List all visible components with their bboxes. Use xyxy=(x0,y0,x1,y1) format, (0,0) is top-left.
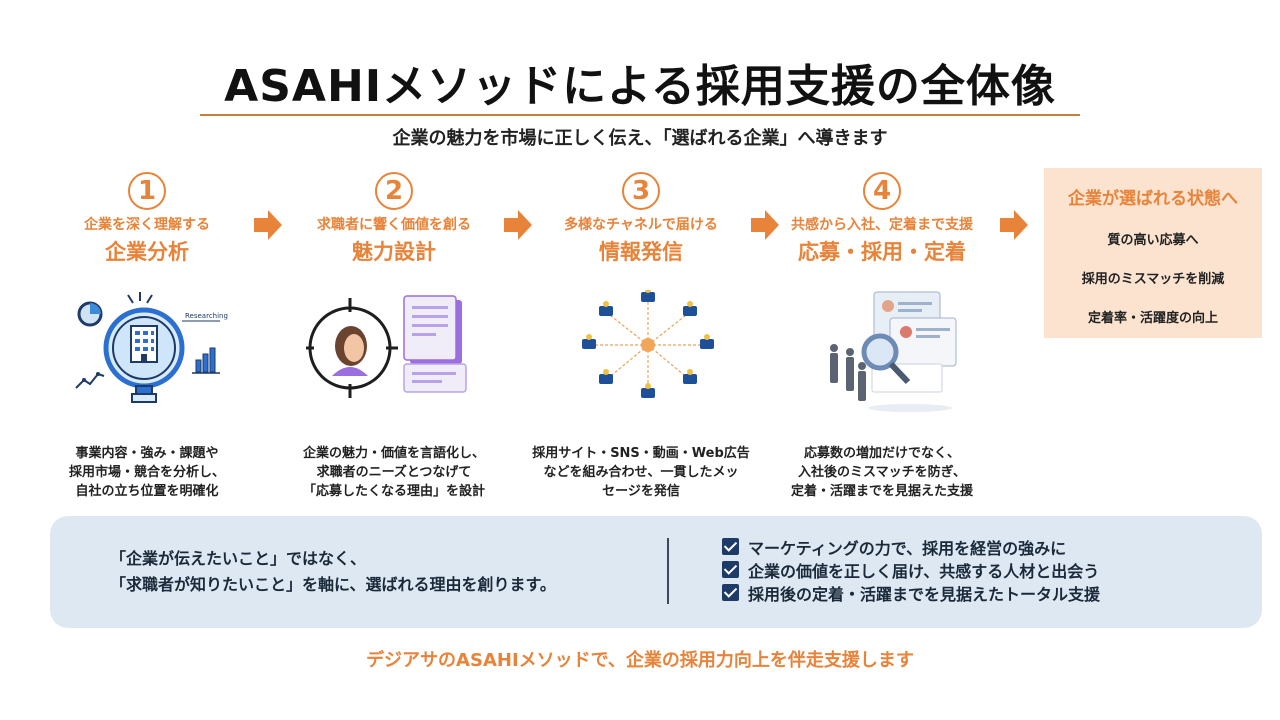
panel-divider xyxy=(667,538,669,604)
check-item-label: 採用後の定着・活躍までを見据えたトータル支援 xyxy=(748,584,1101,604)
result-item-1: 質の高い応募へ xyxy=(1107,233,1199,248)
step-4: 4 共感から入社、定着まで支援 応募・採用・定着 応募数の増加だけでなく、 入社… xyxy=(772,172,992,499)
panel-message: 「企業が伝えたいこと」ではなく、 「求職者が知りたいこと」を軸に、選ばれる理由を… xyxy=(110,546,556,598)
step-lead-2: 求職者に響く価値を創る xyxy=(317,217,471,233)
check-item-label: マーケティングの力で、採用を経営の強みに xyxy=(748,538,1067,558)
step-2-desc-line-2: 求職者のニーズとつなげて xyxy=(316,465,472,480)
step-4-desc-line-2: 入社後のミスマッチを防ぎ、 xyxy=(798,465,966,480)
step-4-desc-line-1: 応募数の増加だけでなく、 xyxy=(803,446,960,461)
step-lead-3: 多様なチャネルで届ける xyxy=(564,217,718,233)
checkbox-checked-icon xyxy=(722,584,739,601)
researching-label: Researching xyxy=(185,312,228,320)
step-description-3: 採用サイト・SNS・動画・Web広告 などを組み合わせ、一貫したメッ セージを発… xyxy=(531,444,751,501)
step-3-desc-line-2: などを組み合わせ、一貫したメッ xyxy=(543,465,739,480)
title-underline xyxy=(200,114,1080,116)
check-list: マーケティングの力で、採用を経営の強みに 企業の価値を正しく届け、共感する人材と… xyxy=(722,535,1100,604)
step-description-4: 応募数の増加だけでなく、 入社後のミスマッチを防ぎ、 定着・活躍までを見据えた支… xyxy=(772,444,992,501)
step-heading-4: 応募・採用・定着 xyxy=(798,240,966,264)
step-2: 2 求職者に響く価値を創る 魅力設計 企業の魅力・価値を言語化し、 求職者のニー… xyxy=(284,172,504,499)
footer-tagline: デジアサのASAHIメソッドで、企業の採用力向上を伴走支援します xyxy=(366,650,914,671)
step-3: 3 多様なチャネルで届ける 情報発信 採用サイト・SNS・動画・Web広告 など… xyxy=(531,172,751,499)
step-number-3: 3 xyxy=(622,172,660,210)
step-1-desc-line-3: 自社の立ち位置を明確化 xyxy=(75,484,219,499)
step-1-desc-line-1: 事業内容・強み・課題や xyxy=(75,446,219,461)
panel-message-line-2: 「求職者が知りたいこと」を軸に、選ばれる理由を創ります。 xyxy=(110,575,556,594)
step-number-1: 1 xyxy=(128,172,166,210)
check-item-label: 企業の価値を正しく届け、共感する人材と出会う xyxy=(748,561,1100,581)
step-heading-3: 情報発信 xyxy=(599,240,683,264)
page-subtitle: 企業の魅力を市場に正しく伝え、「選ばれる企業」へ導きます xyxy=(392,128,888,149)
researching-illustration: Researching xyxy=(75,292,228,403)
result-title: 企業が選ばれる状態へ xyxy=(1068,189,1238,209)
step-description-2: 企業の魅力・価値を言語化し、 求職者のニーズとつなげて 「応募したくなる理由」を… xyxy=(284,444,504,501)
step-heading-2: 魅力設計 xyxy=(352,240,436,264)
step-lead-1: 企業を深く理解する xyxy=(84,217,210,233)
target-person-illustration xyxy=(306,295,467,398)
result-box: 企業が選ばれる状態へ 質の高い応募へ 採用のミスマッチを削減 定着率・活躍度の向… xyxy=(1044,168,1262,338)
step-number-4: 4 xyxy=(863,172,901,210)
step-heading-1: 企業分析 xyxy=(105,240,189,264)
step-2-desc-line-3: 「応募したくなる理由」を設計 xyxy=(302,484,485,499)
step-4-desc-line-3: 定着・活躍までを見据えた支援 xyxy=(790,484,973,499)
page-title: ASAHIメソッドによる採用支援の全体像 xyxy=(224,61,1056,112)
checkbox-checked-icon xyxy=(722,538,739,555)
summary-panel: 「企業が伝えたいこと」ではなく、 「求職者が知りたいこと」を軸に、選ばれる理由を… xyxy=(50,516,1262,628)
check-item: 採用後の定着・活躍までを見据えたトータル支援 xyxy=(722,581,1100,604)
step-1: 1 企業を深く理解する 企業分析 事業内容・強み・課題や 採用市場・競合を分析し… xyxy=(37,172,257,499)
step-2-desc-line-1: 企業の魅力・価値を言語化し、 xyxy=(302,446,485,461)
result-item-2: 採用のミスマッチを削減 xyxy=(1081,272,1225,287)
step-description-1: 事業内容・強み・課題や 採用市場・競合を分析し、 自社の立ち位置を明確化 xyxy=(37,444,257,501)
check-item: 企業の価値を正しく届け、共感する人材と出会う xyxy=(722,558,1100,581)
panel-message-line-1: 「企業が伝えたいこと」ではなく、 xyxy=(110,549,367,568)
checkbox-checked-icon xyxy=(722,561,739,578)
step-lead-4: 共感から入社、定着まで支援 xyxy=(791,217,973,233)
step-1-desc-line-2: 採用市場・競合を分析し、 xyxy=(68,465,225,480)
channel-network-illustration xyxy=(582,290,714,398)
step-number-2: 2 xyxy=(375,172,413,210)
step-3-desc-line-1: 採用サイト・SNS・動画・Web広告 xyxy=(532,446,750,461)
candidate-review-illustration xyxy=(830,291,957,412)
result-item-3: 定着率・活躍度の向上 xyxy=(1087,311,1218,326)
step-3-desc-line-3: セージを発信 xyxy=(602,484,680,499)
check-item: マーケティングの力で、採用を経営の強みに xyxy=(722,535,1100,558)
